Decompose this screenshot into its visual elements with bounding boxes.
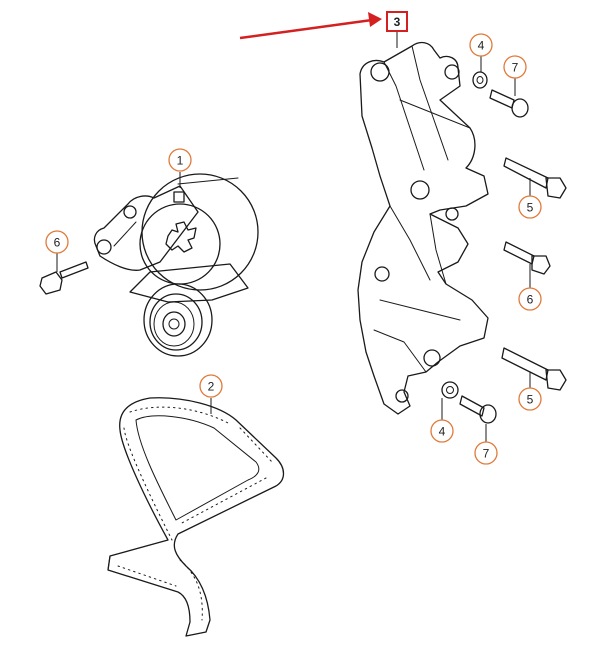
ribbed-belt [107,397,285,637]
highlighted-part-box: 3 [386,11,408,32]
callout-bolt-mid-right: 6 [518,287,542,311]
callout-bolt-upper-right: 5 [518,195,542,219]
callout-bolt-left: 6 [45,230,69,254]
callout-belt-label: 2 [208,380,215,394]
callout-bolt-top: 7 [503,55,527,79]
callout-bolt-lower-right-label: 5 [527,393,534,407]
callout-belt: 2 [199,374,223,398]
callout-washer-top: 4 [469,33,493,57]
washer-top [472,71,488,89]
callout-washer-bottom: 4 [430,419,454,443]
callout-bolt-bottom: 7 [474,441,498,465]
callout-bolt-mid-right-label: 6 [527,293,534,307]
highlight-arrow [239,12,382,40]
mounting-bracket [357,41,489,415]
callout-tensioner-label: 1 [177,154,184,168]
callout-bolt-upper-right-label: 5 [527,201,534,215]
callout-bolt-top-label: 7 [512,61,519,75]
bolt-top [489,89,529,118]
callout-bolt-bottom-label: 7 [483,447,490,461]
callout-tensioner: 1 [168,148,192,172]
bolt-lower-right [501,347,567,391]
bolt-bottom [459,395,497,424]
washer-bottom [441,381,459,399]
callout-bolt-lower-right: 5 [518,387,542,411]
bolt-mid-right [503,241,551,275]
bolt-left [39,261,89,295]
callout-washer-top-label: 4 [478,39,485,53]
belt-tensioner [93,173,259,357]
highlighted-part-label: 3 [394,15,401,29]
bolt-upper-right [503,157,567,199]
callout-bolt-left-label: 6 [54,236,61,250]
callout-washer-bottom-label: 4 [439,425,446,439]
